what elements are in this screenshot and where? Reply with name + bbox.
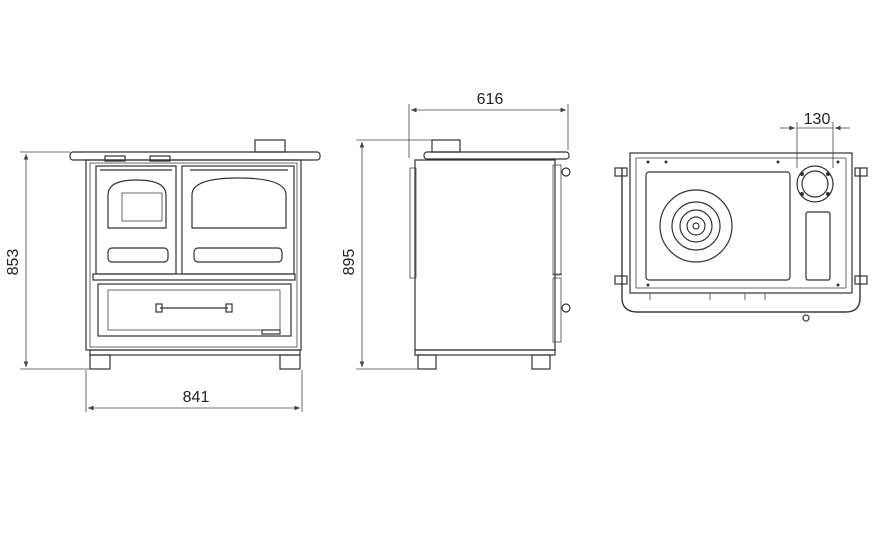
- front-width-label: 841: [183, 389, 210, 406]
- top-view: [614, 152, 868, 322]
- flue-diameter-label: 130: [804, 111, 831, 128]
- front-height-label: 853: [5, 249, 22, 276]
- front-height-dimension: 853: [5, 151, 90, 370]
- flue-diameter-dimension: 130: [780, 111, 850, 168]
- side-height-dimension: 895: [341, 139, 432, 370]
- side-view: [409, 139, 571, 370]
- side-depth-label: 616: [477, 91, 504, 108]
- side-height-label: 895: [341, 249, 358, 276]
- side-depth-dimension: 616: [408, 91, 569, 158]
- front-width-dimension: 841: [85, 370, 303, 412]
- front-view: [69, 139, 321, 370]
